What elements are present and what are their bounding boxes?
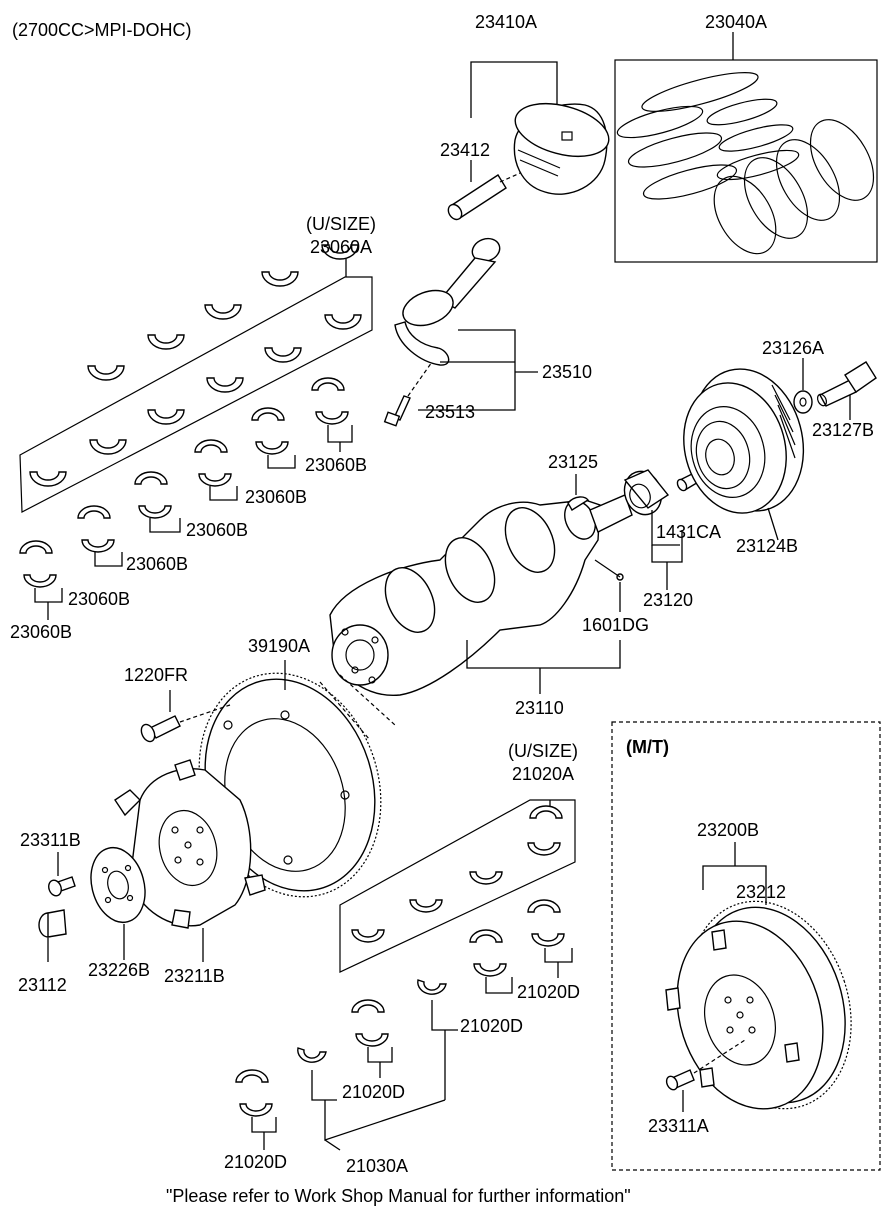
part-label-23060B-4[interactable]: 23060B [126,554,189,574]
part-label-23513[interactable]: 23513 [425,402,476,422]
thrust-washer-1 [417,979,458,1100]
part-label-21020D-3[interactable]: 21020D [342,1082,406,1102]
bearing-pair-6 [19,540,63,620]
bearing-pair-d4 [235,1069,277,1150]
piston-pin [447,174,507,221]
thrust-bearing-usize-set [339,799,576,973]
engine-spec-label: (2700CC>MPI-DOHC) [12,20,192,40]
part-label-23127B[interactable]: 23127B [812,420,875,440]
part-label-23311B[interactable]: 23311B [20,830,81,850]
bearing-shells-row-a [29,314,362,487]
flywheel-bolt [140,690,231,743]
part-label-21020D-1[interactable]: 21020D [517,982,581,1002]
part-label-23060B-3[interactable]: 23060B [186,520,249,540]
mt-flywheel-bolt [665,1039,746,1112]
part-label-21020A[interactable]: 21020A [512,764,575,784]
part-label-21030A[interactable]: 21030A [346,1156,409,1176]
part-label-23112[interactable]: 23112 [18,975,67,995]
part-label-23060A[interactable]: 23060A [310,237,373,257]
crank-sprocket [623,469,683,590]
piston-assembly [447,61,610,221]
part-label-23412[interactable]: 23412 [440,140,491,160]
bearing-pair-2 [251,407,296,469]
crankshaft [329,494,633,696]
bearing-shells-row-b [87,244,359,381]
part-label-21020D-2[interactable]: 21020D [460,1016,524,1036]
part-label-23200B[interactable]: 23200B [697,820,760,840]
bearing-pair-5 [77,505,123,567]
bearing-pair-d3 [351,999,393,1078]
part-label-23060B-2[interactable]: 23060B [245,487,308,507]
usize-label-main: (U/SIZE) [306,214,376,234]
part-label-23060B-1[interactable]: 23060B [305,455,368,475]
main-bearing-usize-set [19,244,373,513]
piston [513,102,610,195]
part-label-23040A[interactable]: 23040A [705,12,768,32]
thrust-washer-2 [297,1047,337,1101]
part-label-1220FR[interactable]: 1220FR [124,665,189,685]
workshop-manual-note: "Please refer to Work Shop Manual for fu… [166,1186,631,1206]
part-label-1431CA[interactable]: 1431CA [656,522,722,542]
part-label-21020D-4[interactable]: 21020D [224,1152,288,1172]
bearing-pair-4 [134,471,181,533]
thrust-bearings-standard [235,899,573,1151]
mt-flywheel [665,900,852,1110]
part-label-23060B-5[interactable]: 23060B [68,589,131,609]
drive-plate-bolt [48,852,76,897]
usize-label-thrust: (U/SIZE) [508,741,578,761]
connecting-rod [383,237,538,427]
piston-ring-set [614,32,878,263]
con-rod-bolt [383,395,411,427]
part-label-39190A[interactable]: 39190A [248,636,311,656]
main-bearings-standard [19,377,353,620]
part-label-23126A[interactable]: 23126A [762,338,825,358]
drive-plate [114,759,266,962]
part-label-23311A[interactable]: 23311A [648,1116,709,1136]
part-label-1601DG[interactable]: 1601DG [582,615,650,635]
part-label-23410A[interactable]: 23410A [475,12,538,32]
part-label-23120[interactable]: 23120 [643,590,694,610]
damper-pulley [683,368,805,541]
part-label-23510[interactable]: 23510 [542,362,593,382]
part-label-23211B[interactable]: 23211B [164,966,225,986]
part-label-23124B[interactable]: 23124B [736,536,799,556]
part-label-23226B[interactable]: 23226B [88,960,151,980]
part-label-23110[interactable]: 23110 [515,698,564,718]
part-label-23212[interactable]: 23212 [736,882,787,902]
manual-transmission-flywheel-box [611,721,881,1171]
pulley-bolt [816,361,877,420]
part-label-23060B-6[interactable]: 23060B [10,622,73,642]
woodruff-key [567,474,590,511]
mt-section-title: (M/T) [626,737,669,757]
adapter-plate [90,846,146,960]
pilot-bushing [38,909,67,962]
bearing-pair-d2 [469,929,513,994]
bearing-pair-d1 [527,899,573,978]
bearing-pair-3 [194,439,238,501]
pulley-washer [793,358,813,414]
part-label-23125[interactable]: 23125 [548,452,599,472]
bearing-pair-1 [311,377,353,452]
